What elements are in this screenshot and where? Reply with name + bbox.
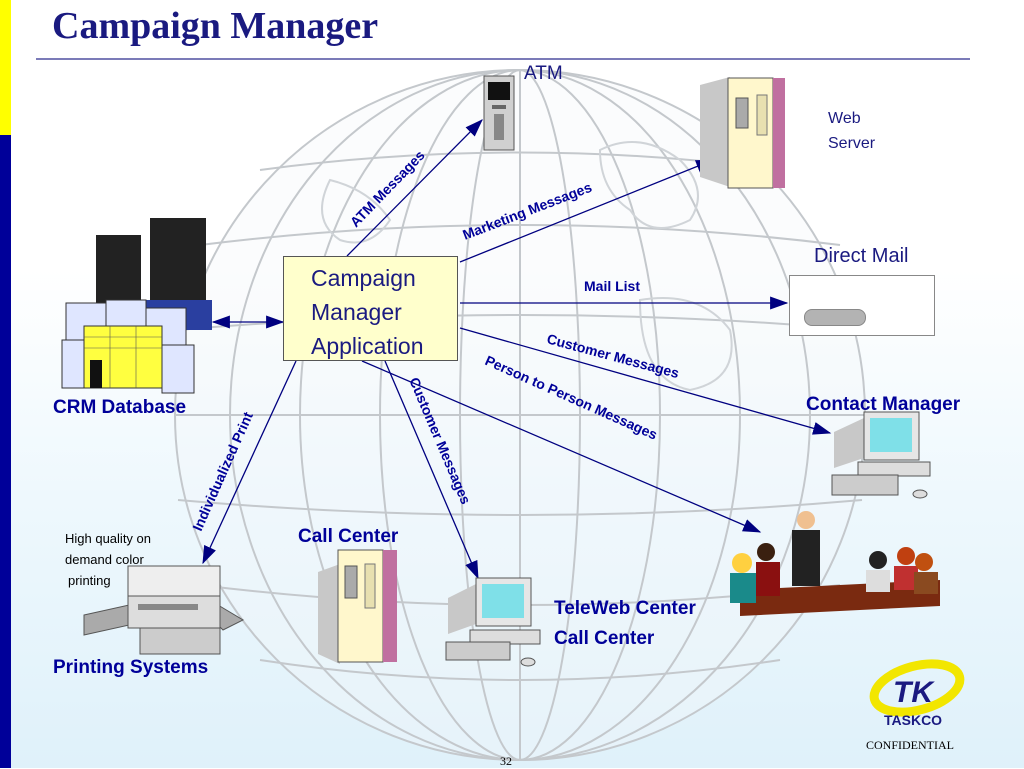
meeting-people-icon: [730, 511, 940, 616]
atm-label: ATM: [524, 63, 563, 84]
web-server-label-line1: Web: [828, 110, 861, 127]
printing-note: High quality on demand color printing: [65, 528, 151, 591]
web-server-icon: [700, 77, 785, 189]
side-accent-bar-navy: [0, 135, 11, 768]
printing-note-line2: demand color: [65, 552, 144, 567]
diagram-edges: [202, 119, 832, 580]
web-server-label: Web Server: [828, 106, 875, 156]
atm-icon: [483, 75, 515, 151]
edge-teleweb: [384, 360, 479, 580]
printing-systems-label: Printing Systems: [53, 657, 209, 678]
app-box-line2: Manager: [311, 299, 402, 325]
teleweb-center-label: TeleWeb Center Call Center: [554, 594, 696, 654]
edge-atm: [346, 119, 483, 257]
logo-mark: TK: [893, 676, 935, 709]
web-server-label-line2: Server: [828, 135, 876, 152]
printer-icon: [83, 565, 245, 655]
taskco-logo: TK: [869, 659, 965, 717]
edge-printing: [202, 360, 297, 565]
page-number: 32: [500, 754, 512, 768]
campaign-manager-application-box: Campaign Manager Application: [283, 256, 458, 361]
printing-note-line1: High quality on: [65, 531, 151, 546]
teleweb-computer-icon: [445, 577, 541, 667]
edge-person-to-person: [361, 360, 762, 533]
app-box-line1: Campaign: [311, 265, 416, 291]
confidential-notice: CONFIDENTIAL: [866, 738, 954, 752]
crm-database-icon: [61, 218, 212, 394]
logo-company-name: TASKCO: [884, 712, 943, 728]
contact-manager-computer-icon: [831, 411, 931, 499]
teleweb-label-line2: Call Center: [554, 628, 655, 649]
edge-contact-manager: [459, 327, 832, 435]
call-center-label: Call Center: [298, 526, 399, 547]
title-divider: [36, 58, 970, 60]
direct-mail-envelope: [789, 275, 935, 336]
edge-web-server: [459, 159, 715, 263]
slide-title: Campaign Manager: [52, 5, 379, 47]
contact-manager-label: Contact Manager: [806, 394, 961, 415]
envelope-slot: [804, 309, 866, 326]
printing-note-line3: printing: [68, 573, 111, 588]
direct-mail-label: Direct Mail: [814, 245, 909, 267]
call-center-server-icon: [318, 549, 397, 664]
app-box-line3: Application: [311, 333, 424, 359]
label-mail-list: Mail List: [584, 278, 640, 294]
side-accent-bar-yellow: [0, 0, 11, 135]
crm-database-label: CRM Database: [53, 397, 187, 418]
teleweb-label-line1: TeleWeb Center: [554, 598, 696, 619]
